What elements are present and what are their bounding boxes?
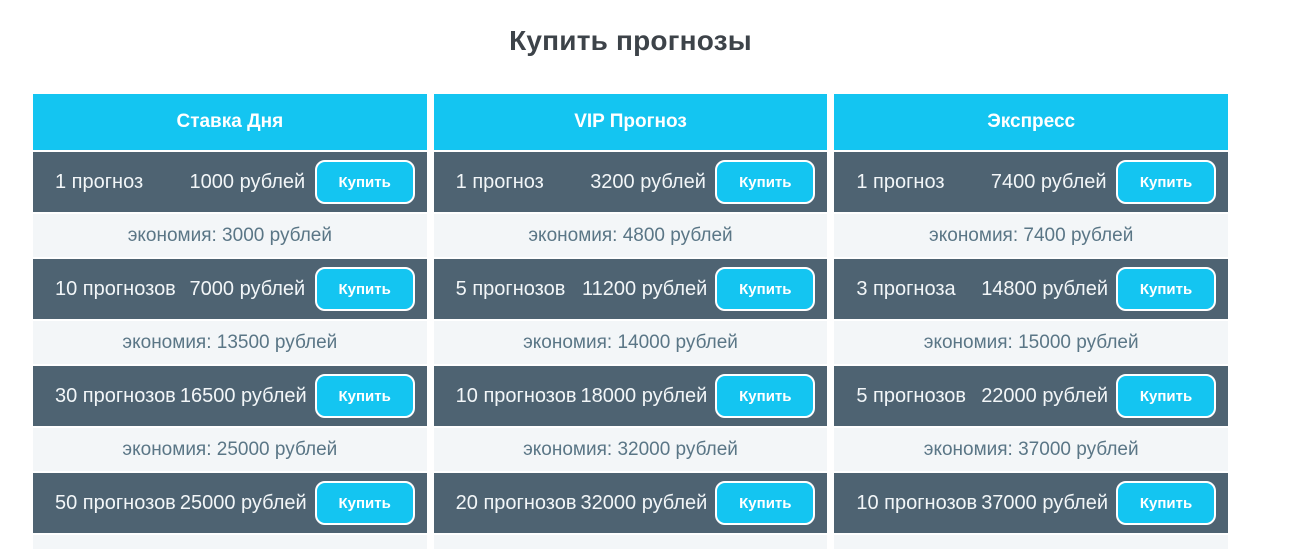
offer-quantity: 50 прогнозов <box>55 491 176 514</box>
offer-quantity: 5 прогнозов <box>856 384 967 407</box>
offer-row: 3 прогноза 14800 рублей Купить <box>834 259 1229 319</box>
savings-row: экономия: 3000 рублей <box>33 214 427 257</box>
offer-row: 10 прогнозов 7000 рублей Купить <box>33 259 427 319</box>
offer-price: 22000 рублей <box>981 384 1109 407</box>
offer-price: 25000 рублей <box>179 491 307 514</box>
offer-quantity: 1 прогноз <box>455 170 544 193</box>
buy-button[interactable]: Купить <box>1116 160 1217 204</box>
offer-quantity: 3 прогноза <box>856 277 956 300</box>
pricing-column-3: Экспресс 1 прогноз 7400 рублей Купить эк… <box>834 94 1229 549</box>
savings-row: экономия: 25000 рублей <box>33 428 427 471</box>
column-header: Экспресс <box>834 94 1229 150</box>
savings-row: экономия: 13500 рублей <box>33 321 427 364</box>
savings-label: экономия: 15000 рублей <box>923 331 1139 353</box>
savings-label: экономия: 3000 рублей <box>127 224 332 246</box>
savings-label: экономия: 37000 рублей <box>923 438 1139 460</box>
savings-label: экономия: 14000 рублей <box>523 331 738 353</box>
savings-row: экономия: 4800 рублей <box>433 214 828 257</box>
buy-button[interactable]: Купить <box>1116 374 1217 418</box>
offer-row: 1 прогноз 3200 рублей Купить <box>433 152 828 212</box>
offer-quantity: 30 прогнозов <box>55 384 176 407</box>
buy-button[interactable]: Купить <box>715 160 816 204</box>
savings-row: экономия: 32000 рублей <box>433 428 828 471</box>
buy-button[interactable]: Купить <box>314 267 415 311</box>
savings-label: экономия: 7400 рублей <box>929 224 1134 246</box>
offer-quantity: 10 прогнозов <box>856 491 978 514</box>
offer-price: 37000 рублей <box>981 491 1109 514</box>
offer-quantity: 10 прогнозов <box>55 277 176 300</box>
offer-row: 20 прогнозов 32000 рублей Купить <box>433 473 828 533</box>
savings-row <box>433 535 828 549</box>
pricing-column-2: VIP Прогноз 1 прогноз 3200 рублей Купить… <box>433 94 828 549</box>
column-header: VIP Прогноз <box>433 94 828 150</box>
offer-quantity: 1 прогноз <box>55 170 144 193</box>
pricing-column-1: Ставка Дня 1 прогноз 1000 рублей Купить … <box>33 94 427 549</box>
offer-price: 1000 рублей <box>189 170 306 193</box>
savings-row <box>33 535 427 549</box>
savings-label: экономия: 4800 рублей <box>528 224 733 246</box>
offer-row: 10 прогнозов 18000 рублей Купить <box>433 366 828 426</box>
offer-row: 30 прогнозов 16500 рублей Купить <box>33 366 427 426</box>
savings-row: экономия: 14000 рублей <box>433 321 828 364</box>
buy-button[interactable]: Купить <box>715 481 816 525</box>
offer-price: 7000 рублей <box>189 277 306 300</box>
offer-price: 7400 рублей <box>990 170 1107 193</box>
savings-row: экономия: 7400 рублей <box>834 214 1229 257</box>
savings-row: экономия: 37000 рублей <box>834 428 1229 471</box>
offer-price: 32000 рублей <box>580 491 708 514</box>
offer-quantity: 10 прогнозов <box>455 384 577 407</box>
savings-label: экономия: 13500 рублей <box>122 331 338 353</box>
offer-row: 5 прогнозов 11200 рублей Купить <box>433 259 828 319</box>
offer-quantity: 5 прогнозов <box>455 277 566 300</box>
offer-row: 1 прогноз 1000 рублей Купить <box>33 152 427 212</box>
buy-button[interactable]: Купить <box>1116 267 1217 311</box>
offer-row: 10 прогнозов 37000 рублей Купить <box>834 473 1229 533</box>
page-content: Купить прогнозы Ставка Дня 1 прогноз 100… <box>33 24 1229 549</box>
buy-button[interactable]: Купить <box>715 374 816 418</box>
buy-button[interactable]: Купить <box>314 160 415 204</box>
offer-price: 3200 рублей <box>590 170 706 193</box>
offer-price: 11200 рублей <box>582 277 708 300</box>
offer-quantity: 20 прогнозов <box>455 491 577 514</box>
savings-label: экономия: 32000 рублей <box>523 438 738 460</box>
offer-price: 14800 рублей <box>981 277 1109 300</box>
offer-row: 5 прогнозов 22000 рублей Купить <box>834 366 1229 426</box>
pricing-grid: Ставка Дня 1 прогноз 1000 рублей Купить … <box>33 94 1229 549</box>
buy-button[interactable]: Купить <box>314 481 415 525</box>
buy-button[interactable]: Купить <box>715 267 816 311</box>
offer-price: 18000 рублей <box>580 384 708 407</box>
column-header: Ставка Дня <box>33 94 427 150</box>
savings-row: экономия: 15000 рублей <box>834 321 1229 364</box>
savings-label: экономия: 25000 рублей <box>122 438 338 460</box>
offer-price: 16500 рублей <box>179 384 307 407</box>
offer-row: 50 прогнозов 25000 рублей Купить <box>33 473 427 533</box>
buy-button[interactable]: Купить <box>1116 481 1217 525</box>
savings-row <box>834 535 1229 549</box>
buy-button[interactable]: Купить <box>314 374 415 418</box>
offer-row: 1 прогноз 7400 рублей Купить <box>834 152 1229 212</box>
offer-quantity: 1 прогноз <box>856 170 945 193</box>
page-title: Купить прогнозы <box>509 25 752 56</box>
